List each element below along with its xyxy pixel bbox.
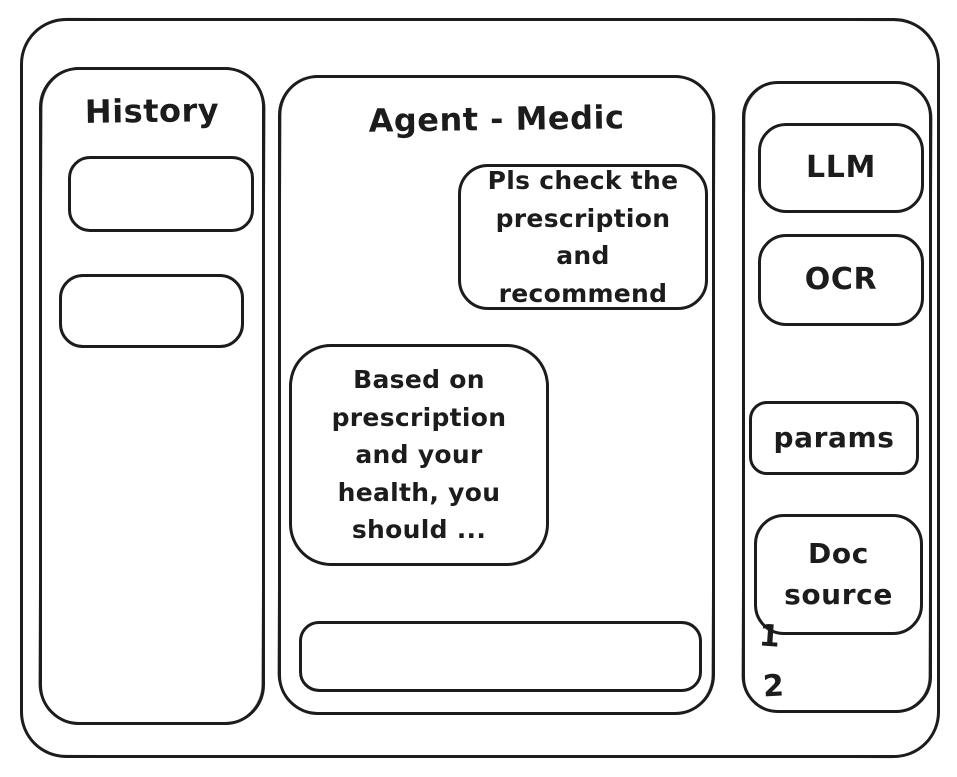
message-input-box[interactable] [299,621,702,692]
history-item[interactable] [68,156,254,232]
message-input[interactable] [316,630,689,683]
history-title: History [84,91,220,131]
chat-panel: Agent - Medic Pls check the prescription… [278,75,715,715]
params-button[interactable]: params [749,401,919,475]
app-window-frame: History Agent - Medic Pls check the pres… [20,18,940,758]
footnote-1: 1 [757,618,782,655]
history-item[interactable] [59,274,244,348]
footnote-2: 2 [762,668,785,705]
tools-sidebar: LLM OCR params Doc source 1 2 [742,81,932,713]
chat-title: Agent - Medic [368,98,625,140]
assistant-message-bubble: Based on prescription and your health, y… [289,344,549,566]
history-sidebar: History [39,67,265,725]
doc-source-button[interactable]: Doc source [754,514,923,635]
ocr-button[interactable]: OCR [758,234,924,326]
user-message-bubble: Pls check the prescription and recommend [458,164,708,310]
llm-button[interactable]: LLM [758,123,924,213]
